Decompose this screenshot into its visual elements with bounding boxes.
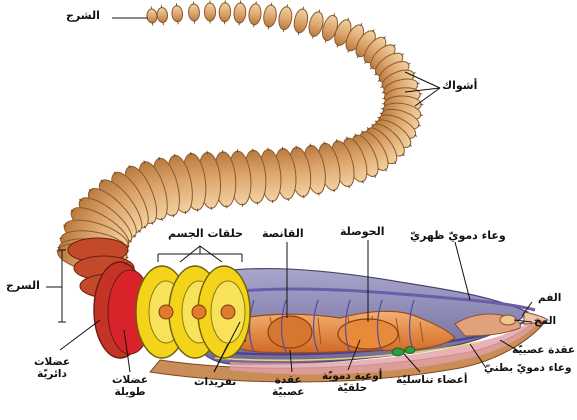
- seta: [185, 211, 186, 214]
- label-nerve-ganglion-right: عقدة عصبيّة: [512, 344, 575, 356]
- label-nephridia: نفريدات: [194, 376, 236, 388]
- label-gizzard: القانصة: [262, 228, 304, 241]
- gizzard: [268, 316, 312, 348]
- label-anus: الشرج: [66, 10, 100, 23]
- label-nerve-ganglion-bottom-line2: عصبيّة: [272, 386, 304, 398]
- body-rings-bracket: [158, 246, 242, 262]
- seta: [59, 238, 62, 239]
- seta: [303, 7, 304, 10]
- cross-section-rings: [94, 262, 250, 358]
- body-segment: [233, 3, 246, 24]
- seta: [310, 144, 311, 147]
- body-segment: [219, 3, 231, 22]
- seta: [126, 251, 129, 252]
- label-ring-blood-vessels-line2: حلقيّة: [322, 382, 382, 394]
- label-reproductive-organs: أعضاء تناسليّة: [396, 374, 468, 386]
- clitellum-bracket: [46, 250, 66, 322]
- label-mouth: الفم: [538, 292, 561, 304]
- label-longitudinal-muscles-line1: عضلات: [112, 374, 148, 386]
- label-longitudinal-muscles-line2: طويلة: [112, 386, 148, 398]
- label-circular-muscles-line2: دائريّة: [34, 368, 70, 380]
- label-ventral-vessel: وعاء دمويّ بطنيّ: [484, 362, 572, 374]
- body-segment: [171, 5, 183, 22]
- brain: [500, 315, 516, 325]
- label-ring-blood-vessels: أوعية دمويّة حلقيّة: [322, 370, 382, 394]
- label-clitellum: السرج: [6, 280, 40, 293]
- intestine-gut: [215, 311, 455, 353]
- seta: [174, 154, 175, 157]
- body-segment: [248, 3, 262, 25]
- label-dorsal-vessel: وعاء دمويّ ظهريّ: [410, 230, 506, 243]
- label-crop: الحوصلة: [340, 226, 385, 239]
- seta: [319, 193, 320, 196]
- body-segment: [292, 8, 309, 34]
- body-segment: [188, 4, 200, 22]
- label-nerve-ganglion-bottom: عقدة عصبيّة: [272, 374, 304, 398]
- label-circular-muscles: عضلات دائريّة: [34, 356, 70, 380]
- seta: [298, 32, 299, 35]
- label-setae: أشواك: [442, 80, 477, 93]
- body-segment: [146, 9, 157, 24]
- label-nerve-ganglion-bottom-line1: عقدة: [272, 374, 304, 386]
- body-segment: [262, 4, 277, 27]
- body-segment: [204, 3, 215, 21]
- label-longitudinal-muscles: عضلات طويلة: [112, 374, 148, 398]
- body-segment: [277, 6, 293, 31]
- label-body-rings: حلقات الجسم: [168, 228, 243, 241]
- leader-circular-muscle: [60, 320, 100, 350]
- label-brain: المخ: [534, 315, 556, 327]
- body-segment: [157, 7, 169, 23]
- label-ring-blood-vessels-line1: أوعية دمويّة: [322, 370, 382, 382]
- label-circular-muscles-line1: عضلات: [34, 356, 70, 368]
